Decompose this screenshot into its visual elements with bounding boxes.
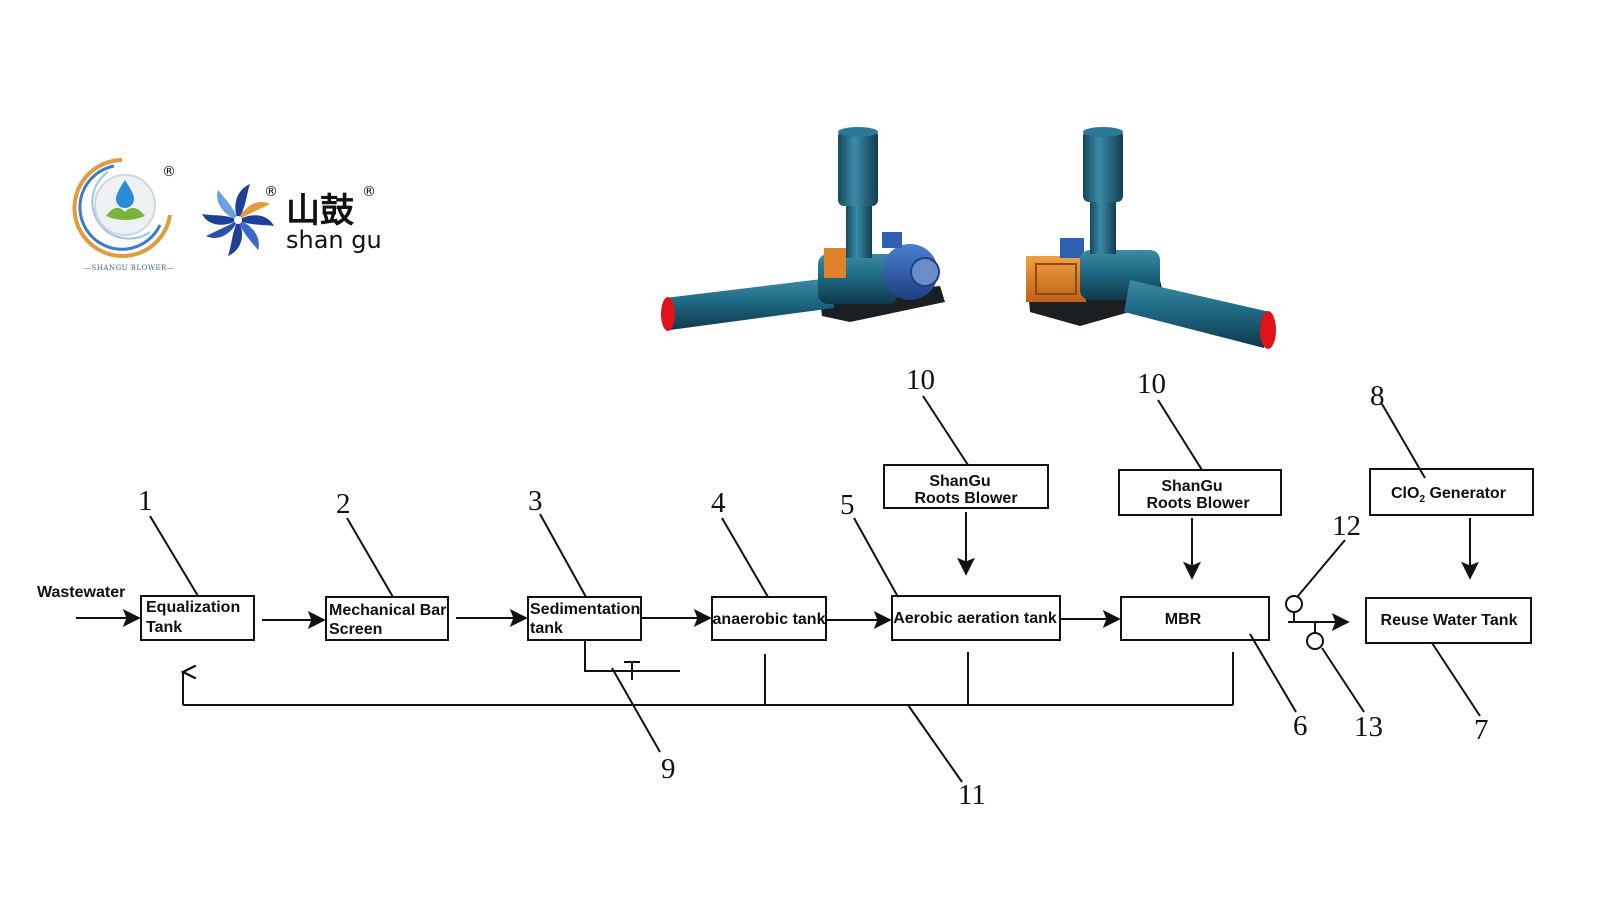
callout-4: 4 [711, 487, 726, 519]
callout-9: 9 [661, 753, 676, 785]
clo2-chem: ClO [1391, 485, 1419, 502]
leader-9 [611, 667, 661, 753]
reuse-water-tank-label: Reuse Water Tank [1381, 612, 1518, 629]
callout-11: 11 [958, 779, 986, 811]
leader-10b [1157, 399, 1203, 471]
bar-screen-label-2: Screen [329, 621, 382, 638]
leader-10a [922, 395, 969, 466]
roots-blower-1-label-2: Roots Blower [914, 490, 1017, 507]
sedimentation-tank-label-2: tank [530, 620, 563, 637]
ring-logo-caption: —SHANGU BLOWER— [84, 264, 174, 272]
leader-3 [539, 513, 587, 598]
callout-10a: 10 [906, 364, 935, 396]
callout-10b: 10 [1137, 368, 1166, 400]
leader-13 [1321, 647, 1365, 713]
fan-icon [202, 184, 274, 256]
callout-numbers: 1 2 3 4 5 6 7 10 10 8 9 11 12 13 [138, 364, 1489, 811]
callout-2: 2 [336, 488, 351, 520]
flange-red-right [1260, 311, 1276, 349]
sedimentation-tank-label-1: Sedimentation [530, 601, 640, 618]
flange-red-left [661, 297, 675, 331]
callout-3: 3 [528, 485, 543, 517]
roots-blower-image-right [1026, 127, 1276, 349]
brand-name-registered-mark: ® [362, 184, 376, 200]
callout-8: 8 [1370, 380, 1385, 412]
equalization-tank-label-1: Equalization [146, 599, 240, 616]
aerobic-aeration-tank-box [891, 595, 1061, 641]
leader-5 [853, 517, 899, 598]
callout-5: 5 [840, 489, 855, 521]
wastewater-label: Wastewater [37, 584, 125, 601]
mbr-label: MBR [1165, 611, 1202, 628]
mechanical-bar-screen-box [325, 596, 449, 641]
leader-12 [1297, 539, 1346, 597]
leader-2 [346, 517, 394, 598]
aerobic-aeration-tank-label: Aerobic aeration tank [893, 610, 1057, 627]
brand-fan-logo: ® 山鼓 ® shan gu [202, 184, 382, 256]
sludge-discharge-line [584, 640, 680, 672]
leader-7 [1431, 642, 1481, 717]
clo2-generator-word: Generator [1425, 485, 1506, 502]
brand-chinese-name: 山鼓 [286, 191, 355, 231]
leader-4 [721, 517, 769, 598]
box-labels: Equalization Tank Mechanical Bar Screen … [37, 473, 1518, 638]
roots-blower-box-1 [883, 464, 1049, 509]
pump-13-symbol [1306, 632, 1324, 650]
water-drop-icon [116, 180, 134, 208]
brand-english-name: shan gu [286, 226, 382, 254]
equalization-tank-box [140, 595, 255, 641]
clo2-generator-box [1369, 468, 1534, 516]
leaf-icon [106, 207, 145, 220]
anaerobic-tank-box [711, 596, 827, 641]
pump-12-symbol [1285, 595, 1303, 613]
roots-blower-2-label-2: Roots Blower [1146, 495, 1249, 512]
callout-12: 12 [1332, 510, 1361, 542]
callout-6: 6 [1293, 710, 1308, 742]
fan-logo-registered-mark: ® [264, 184, 278, 200]
anaerobic-tank-label: anaerobic tank [713, 611, 826, 628]
mbr-box [1120, 596, 1270, 641]
brand-ring-logo: ® —SHANGU BLOWER— [72, 158, 176, 272]
callout-7: 7 [1474, 714, 1489, 746]
equalization-tank-label-2: Tank [146, 619, 182, 636]
leader-6 [1249, 633, 1297, 713]
leader-11 [907, 704, 963, 783]
silencer-stack-right [1083, 130, 1123, 202]
leader-1 [149, 515, 199, 597]
roots-blower-box-2 [1118, 469, 1282, 516]
callout-13: 13 [1354, 711, 1383, 743]
roots-blower-image-left [661, 127, 945, 331]
sedimentation-tank-box [527, 596, 642, 641]
roots-blower-1-label-1: ShanGu [929, 473, 990, 490]
roots-blower-2-label-1: ShanGu [1161, 478, 1222, 495]
clo2-generator-label: ClO2 Generator [1391, 485, 1506, 505]
leader-8 [1381, 403, 1426, 479]
ring-logo-registered-mark: ® [162, 164, 176, 180]
bar-screen-label-1: Mechanical Bar [329, 602, 446, 619]
silencer-stack-left [838, 130, 878, 206]
callout-1: 1 [138, 485, 153, 517]
reuse-water-tank-box [1365, 597, 1532, 644]
flow-diagram [76, 395, 1534, 783]
clo2-subscript: 2 [1419, 494, 1425, 505]
